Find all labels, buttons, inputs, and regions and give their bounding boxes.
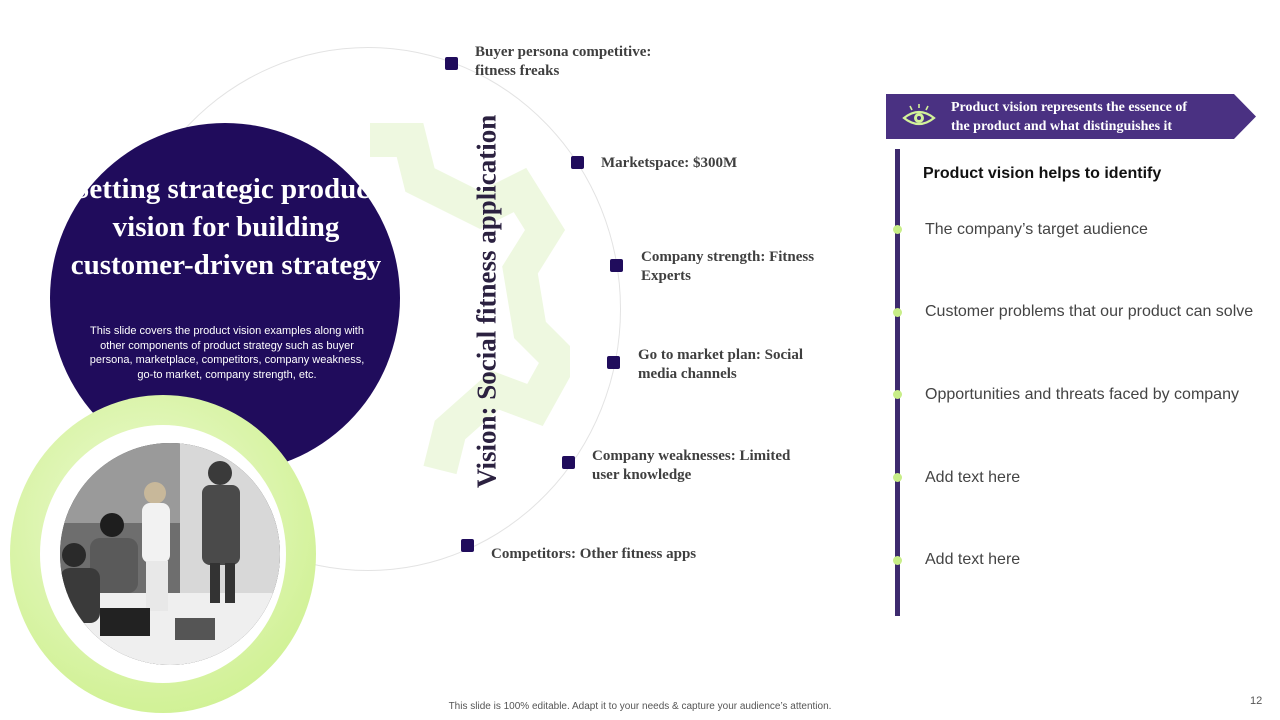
slide-description: This slide covers the product vision exa… <box>89 325 365 381</box>
list-bullet <box>893 390 902 399</box>
point-marketspace: Marketspace: $300M <box>601 155 738 171</box>
list-bullet <box>893 308 902 317</box>
list-item: Add text here <box>925 551 1021 568</box>
list-bullet <box>893 556 902 565</box>
point-marker <box>607 356 620 369</box>
list-bullet <box>893 225 902 234</box>
list-item: The company’s target audience <box>925 221 1148 238</box>
point-marker <box>562 456 575 469</box>
point-buyer-persona: Buyer persona competitive:fitness freaks <box>475 44 652 79</box>
point-marker <box>610 259 623 272</box>
point-marker <box>571 156 584 169</box>
point-competitors: Competitors: Other fitness apps <box>491 546 697 562</box>
list-item: Opportunities and threats faced by compa… <box>925 386 1239 403</box>
slide-title: Setting strategic product vision for bui… <box>70 173 382 281</box>
page-number: 12 <box>1250 695 1263 707</box>
banner-text: Product vision represents the essence of… <box>951 100 1188 134</box>
vision-title: Vision: Social fitness application <box>471 114 502 488</box>
point-marker <box>445 57 458 70</box>
identify-heading: Product vision helps to identify <box>923 165 1162 182</box>
meeting-photo <box>60 443 280 665</box>
timeline-bar <box>895 149 900 616</box>
footer-note: This slide is 100% editable. Adapt it to… <box>448 701 832 712</box>
vision-banner <box>886 94 1256 139</box>
point-marker <box>461 539 474 552</box>
list-item: Customer problems that our product can s… <box>925 303 1254 320</box>
eye-icon <box>902 104 936 126</box>
gear-icon <box>370 123 570 475</box>
list-item: Add text here <box>925 469 1021 486</box>
list-bullet <box>893 473 902 482</box>
